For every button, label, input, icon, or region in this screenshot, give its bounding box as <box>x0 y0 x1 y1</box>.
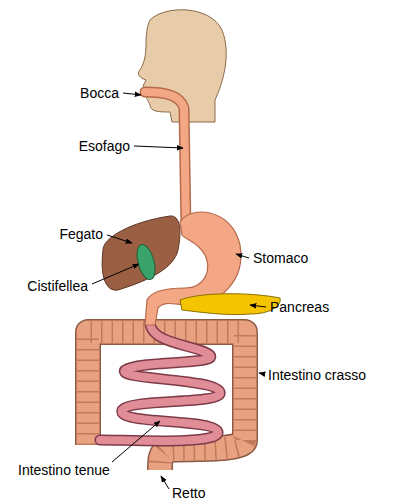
organ-label: Pancreas <box>270 299 329 315</box>
organ-label: Stomaco <box>253 250 308 266</box>
leader-line <box>134 146 183 148</box>
leader-line <box>161 476 169 489</box>
leader-line <box>259 373 264 374</box>
organ-label: Esofago <box>79 138 130 154</box>
liver-shape <box>102 216 180 290</box>
organ-label: Fegato <box>59 226 103 242</box>
small-intestine <box>100 322 220 441</box>
organ-label: Intestino tenue <box>18 462 110 478</box>
leader-line <box>236 254 249 258</box>
esophagus-tube <box>145 92 186 230</box>
organ-label: Retto <box>172 485 205 501</box>
leader-line <box>123 93 141 95</box>
pancreas-shape <box>180 294 280 315</box>
leader-line <box>107 235 132 243</box>
organ-label: Bocca <box>80 85 119 101</box>
leader-line <box>112 421 160 462</box>
leader-line <box>250 305 266 307</box>
organ-label: Intestino crasso <box>268 367 366 383</box>
organ-label: Cistifellea <box>27 278 88 294</box>
leader-line <box>92 264 139 284</box>
gallbladder-shape <box>134 243 159 282</box>
